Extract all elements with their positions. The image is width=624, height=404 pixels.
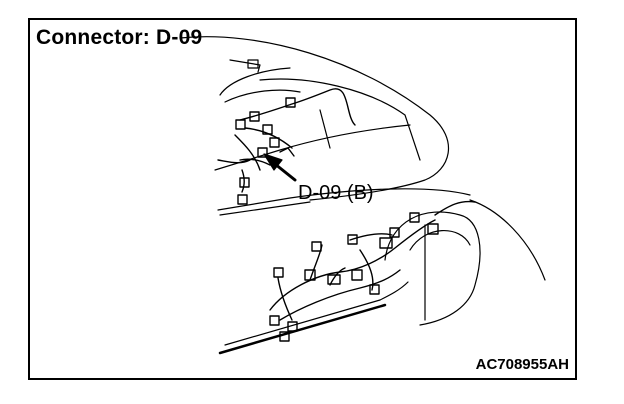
diagram-frame: Connector: D-09 [28,18,577,380]
vehicle-wiring-illustration [179,36,546,355]
diagram-title: Connector: D-09 [36,26,203,49]
rear-wheel-arch [384,199,546,326]
lower-sill [218,281,409,355]
headliner-panel [219,59,301,103]
figure-code: AC708955AH [475,356,569,373]
upper-wire-harness [217,88,356,205]
connector-callout-label: D-09 (B) [298,182,374,204]
lower-wire-harness [269,200,476,342]
callout-arrow [263,153,297,182]
